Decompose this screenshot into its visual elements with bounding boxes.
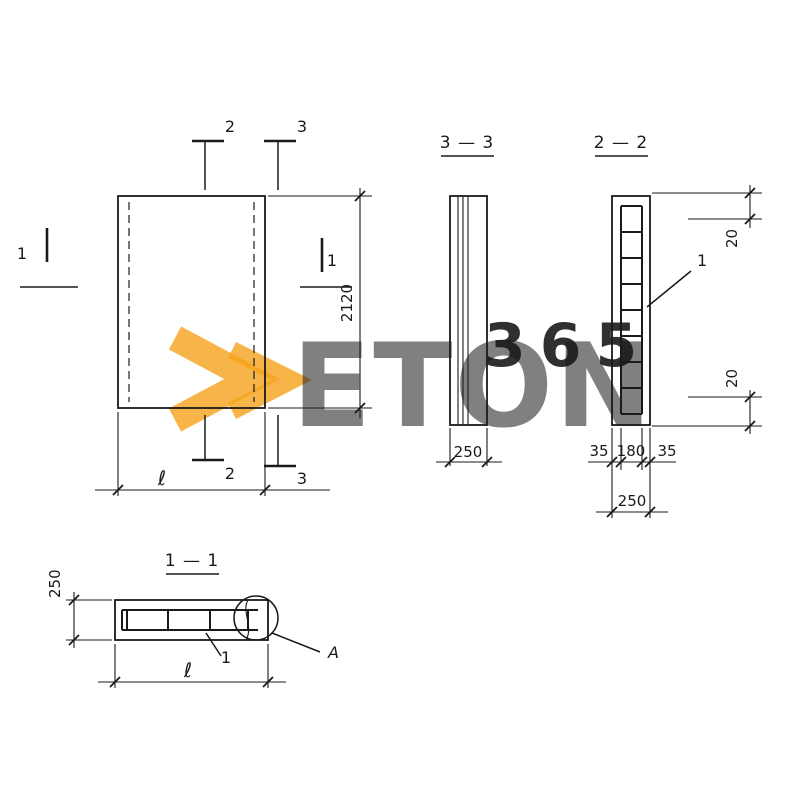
section-2-2-rebar-rungs — [621, 205, 642, 415]
plan-dim-height-ticks — [354, 190, 366, 414]
plan-cut-label-2-top: 2 — [225, 117, 235, 136]
section-3-3-dim-lines — [436, 428, 502, 466]
section-1-1: 1 — 1 A 1 250 ℓ — [46, 551, 339, 688]
watermark-word: ETON — [292, 319, 654, 454]
plan-cut-label-1-left: 1 — [17, 244, 27, 263]
section-2-2-dim-total-value: 250 — [618, 492, 647, 510]
section-1-1-title: 1 — 1 — [165, 551, 219, 571]
section-2-2-dim-right-value: 35 — [657, 442, 676, 460]
section-2-2-dim-top-ticks — [744, 187, 756, 225]
section-2-2-dim-center-value: 180 — [617, 442, 646, 460]
watermark: ETON 365 — [168, 311, 654, 454]
section-2-2-title: 2 — 2 — [594, 133, 648, 153]
section-3-3: 3 — 3 250 — [436, 133, 502, 468]
plan-cut-lines — [20, 141, 352, 466]
section-3-3-title: 3 — 3 — [440, 133, 494, 153]
detail-a-leader — [271, 632, 321, 653]
plan-dim-length-value: ℓ — [157, 466, 166, 490]
plan-cut-label-3-top: 3 — [297, 117, 307, 136]
section-1-1-rebar-label: 1 — [221, 648, 231, 667]
section-2-2-dim-width-lines — [588, 428, 676, 518]
plan-cut-label-1-right: 1 — [327, 251, 337, 270]
logo-chevron-outer-icon — [168, 326, 280, 432]
plan-dim-height-lines — [268, 188, 372, 418]
plan-cut-ticks — [45, 139, 324, 468]
section-2-2-rebar-label: 1 — [697, 251, 707, 270]
section-1-1-rebar-rungs — [126, 610, 249, 630]
section-1-1-dim-length-lines — [98, 644, 286, 688]
watermark-number: 365 — [484, 311, 651, 381]
section-1-1-dim-length-ticks — [109, 676, 274, 688]
section-3-3-dim-ticks — [444, 456, 493, 468]
section-3-3-dim-width-value: 250 — [454, 443, 483, 461]
section-2-2-dim-top-lines — [652, 185, 762, 228]
section-2-2-outline — [611, 195, 651, 426]
section-1-1-outline — [114, 599, 269, 641]
section-1-1-rebar-leader — [205, 632, 222, 657]
section-1-1-break-line — [245, 599, 250, 641]
section-2-2-dim-top-value: 20 — [723, 229, 741, 248]
section-2-2-dim-width-ticks — [606, 456, 656, 518]
section-1-1-dim-thickness-ticks — [68, 594, 80, 646]
section-2-2-rebar-leader — [646, 270, 692, 308]
section-1-1-dim-thickness-value: 250 — [46, 569, 64, 598]
plan-view: 2 3 2 3 1 1 2120 ℓ — [17, 117, 372, 496]
section-2-2-dim-bottom-ticks — [744, 391, 756, 432]
section-2-2: 2 — 2 1 20 20 35 180 35 250 — [588, 133, 762, 518]
plan-cut-label-3-bottom: 3 — [297, 469, 307, 488]
detail-a-label: A — [327, 643, 339, 662]
section-1-1-rebar-bars — [121, 609, 258, 631]
plan-cut-label-2-bottom: 2 — [225, 464, 235, 483]
section-3-3-layer-lines — [457, 197, 469, 424]
logo-chevron-inner-icon — [227, 341, 312, 419]
plan-dim-length-ticks — [112, 484, 271, 496]
section-2-2-dim-bottom-lines — [652, 390, 762, 434]
plan-dashed-edges — [128, 202, 255, 402]
detail-a-circle — [233, 595, 279, 641]
section-2-2-dim-left-value: 35 — [589, 442, 608, 460]
section-3-3-outline — [449, 195, 488, 426]
section-2-2-dim-bottom-value: 20 — [723, 369, 741, 388]
section-1-1-dim-length-value: ℓ — [183, 658, 192, 682]
plan-dim-height-value: 2120 — [338, 284, 356, 322]
plan-outline — [117, 195, 266, 409]
plan-dim-length-lines — [95, 412, 330, 496]
